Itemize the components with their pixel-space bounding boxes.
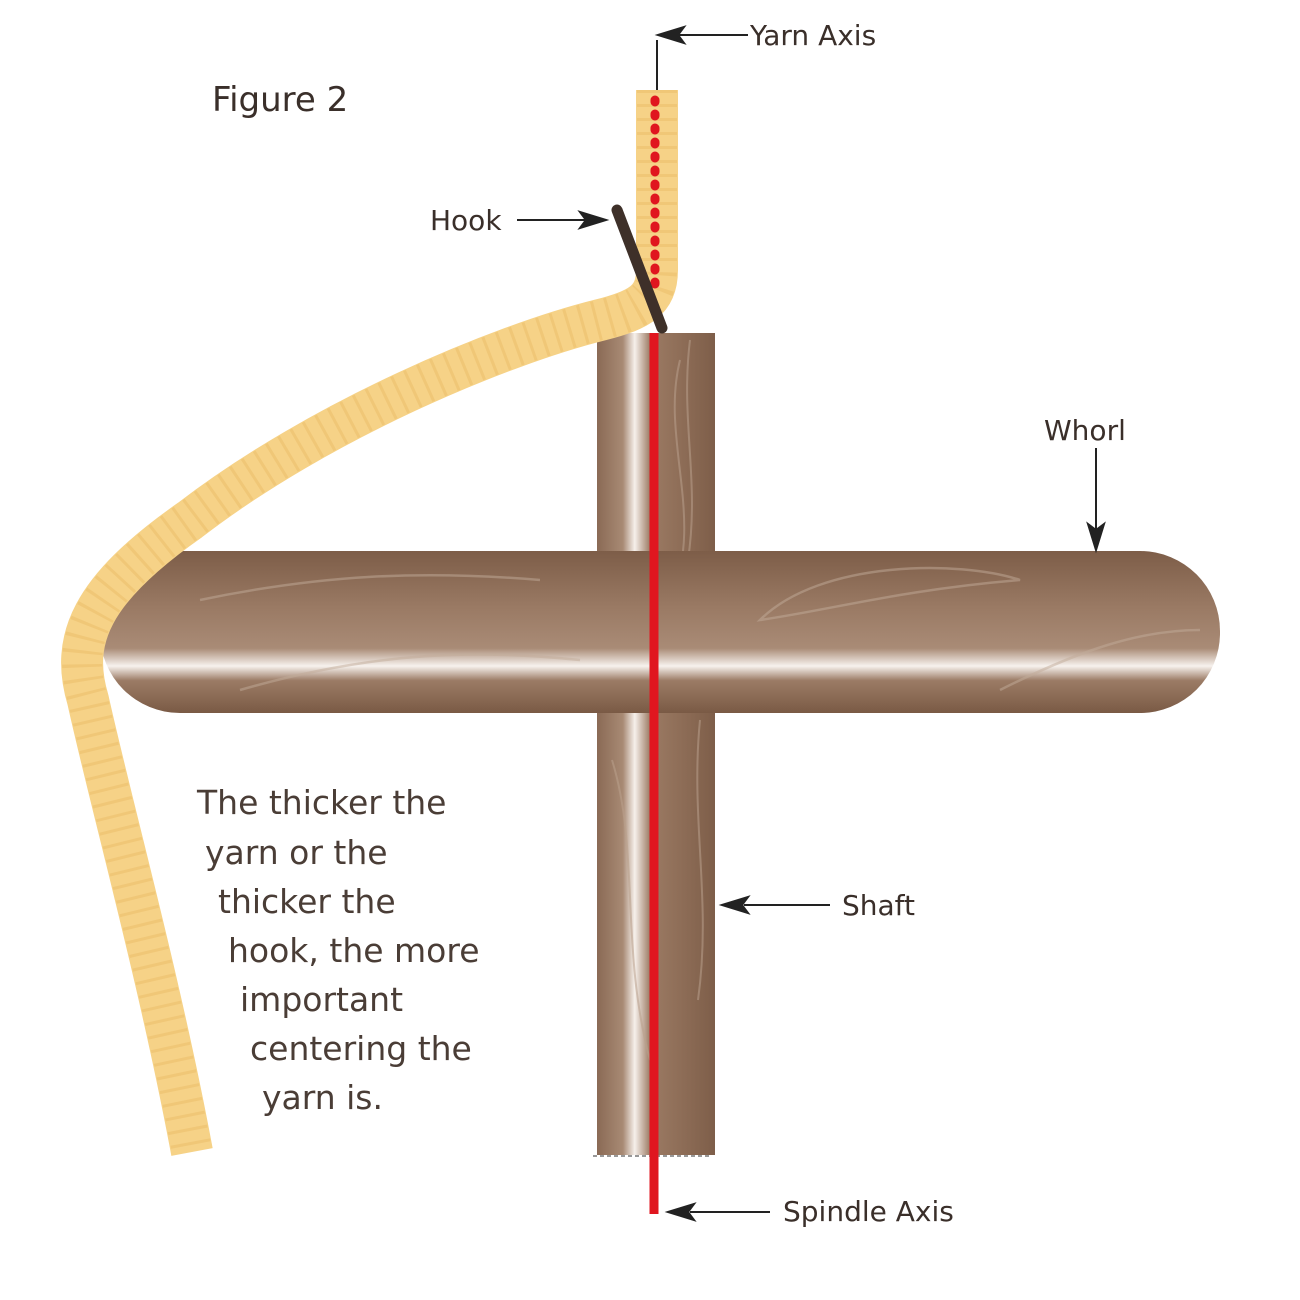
spindle-whorl	[100, 551, 1220, 713]
caption-line: The thicker the	[196, 783, 446, 822]
caption-line: centering the	[250, 1029, 472, 1068]
shaft-grain	[611, 339, 704, 1061]
whorl-grain	[199, 566, 1201, 692]
caption: The thicker the yarn or the thicker the …	[196, 783, 480, 1117]
figure-title: Figure 2	[212, 80, 348, 120]
whorl-label: Whorl	[1044, 414, 1126, 447]
caption-line: thicker the	[218, 882, 396, 921]
spindle-axis-label: Spindle Axis	[783, 1195, 954, 1228]
caption-line: yarn or the	[205, 833, 388, 872]
caption-line: important	[240, 980, 403, 1019]
yarn-axis-label: Yarn Axis	[749, 19, 876, 52]
caption-line: hook, the more	[228, 931, 480, 970]
callout-arrows	[517, 25, 1106, 1222]
hook-label: Hook	[430, 204, 502, 237]
hook	[611, 204, 668, 334]
shaft-label: Shaft	[842, 889, 915, 922]
caption-line: yarn is.	[262, 1078, 383, 1117]
yarn-strand	[61, 90, 678, 1156]
